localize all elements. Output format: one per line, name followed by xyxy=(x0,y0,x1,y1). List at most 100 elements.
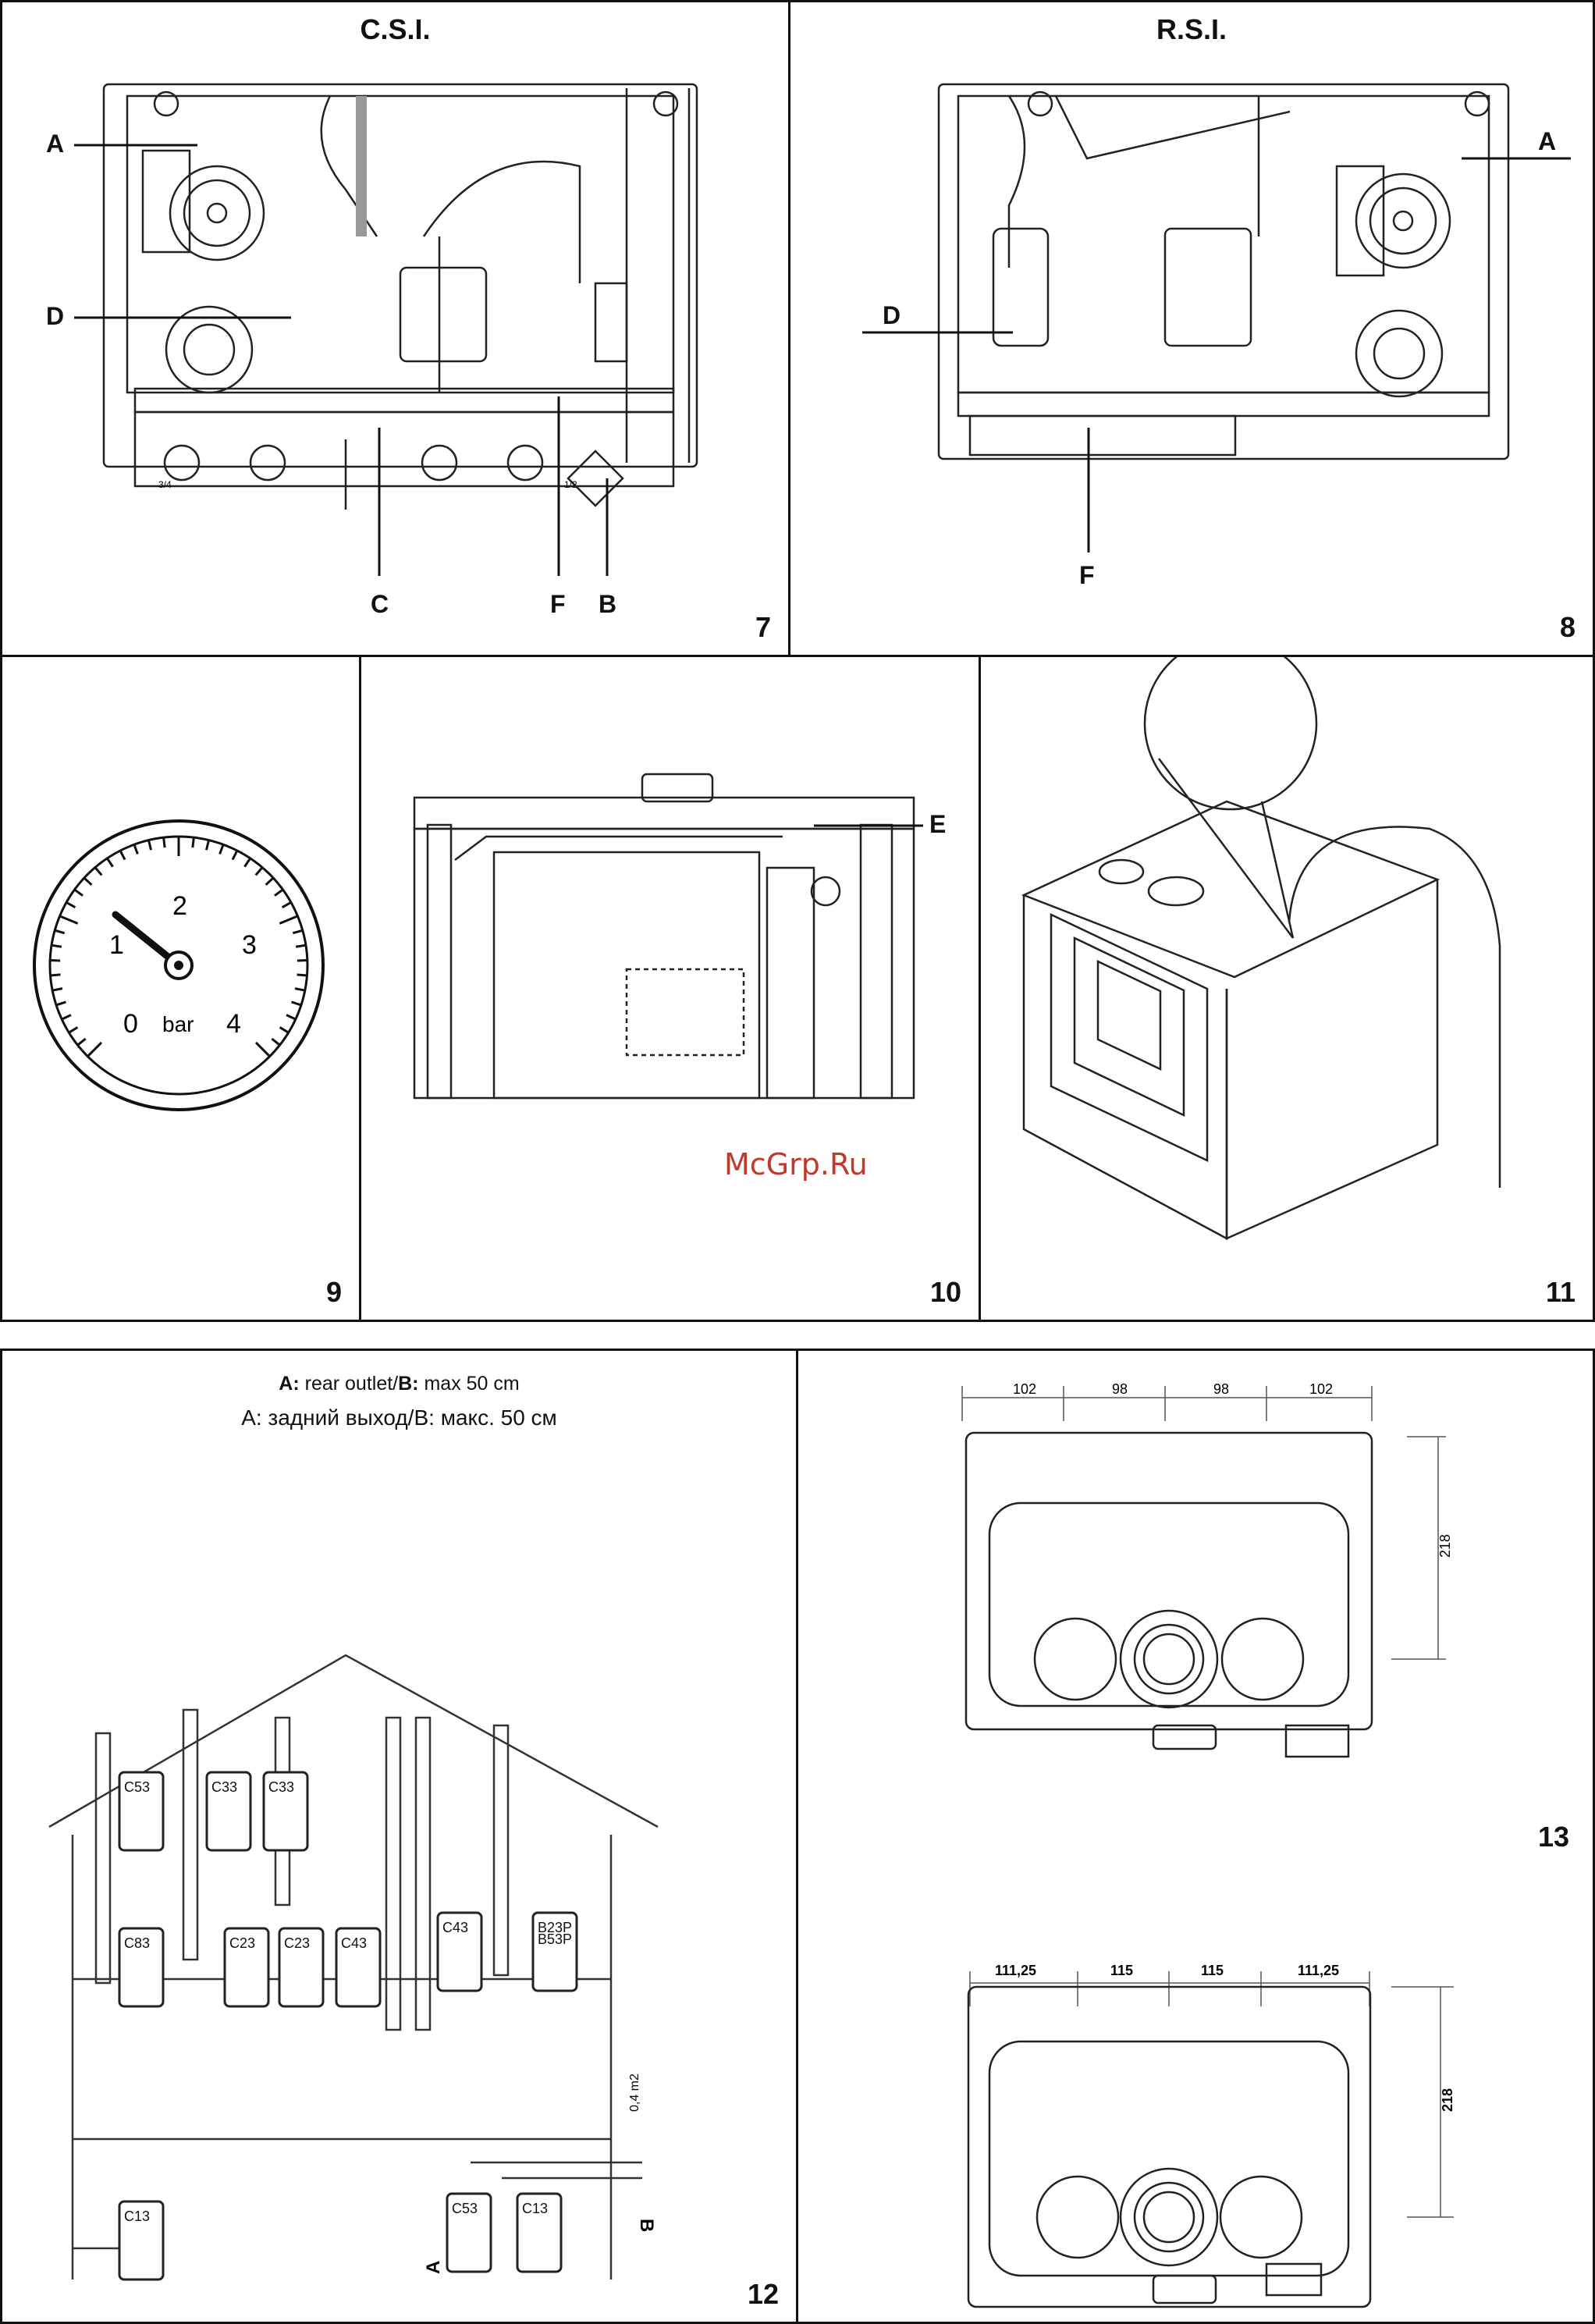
gauge-tick xyxy=(280,1027,289,1032)
boiler-label: C33 xyxy=(211,1779,237,1795)
gauge-tick xyxy=(295,989,305,991)
gauge-tick xyxy=(52,989,62,991)
boiler-label: C23 xyxy=(284,1935,310,1951)
figure-8-number: 8 xyxy=(1560,611,1575,644)
gauge-tick xyxy=(244,858,250,867)
figure-7-panel: C.S.I. 3/4 xyxy=(0,0,790,657)
side-label-B: B xyxy=(636,2219,657,2232)
callout-A: A xyxy=(1538,127,1556,156)
bottom-height-dim: 218 xyxy=(1440,2088,1455,2112)
tick-label-0: 0 xyxy=(123,1009,138,1039)
tick-label-1: 1 xyxy=(109,930,124,960)
callout-B: B xyxy=(599,590,616,619)
figure-8-boiler-drawing xyxy=(790,2,1595,657)
watermark: McGrp.Ru xyxy=(724,1147,868,1182)
figure-13-number: 13 xyxy=(1538,1821,1569,1853)
callout-D: D xyxy=(883,301,901,330)
gauge-tick xyxy=(148,840,151,851)
figure-7-boiler-drawing: 3/4 1/2 xyxy=(2,2,790,657)
gauge-tick xyxy=(66,902,75,907)
gauge-tick xyxy=(193,837,194,848)
gauge-tick xyxy=(279,916,297,924)
gauge-tick xyxy=(266,878,274,885)
figure-10-panel: E McGrp.Ru 10 xyxy=(359,655,981,1322)
gauge-tick xyxy=(256,1043,270,1057)
gauge-tick xyxy=(206,840,208,851)
figure-12-panel: A: rear outlet/B: max 50 cm А: задний вы… xyxy=(0,1349,798,2324)
top-dim-1: 102 xyxy=(1013,1381,1036,1397)
side-label-A: A xyxy=(423,2261,444,2274)
boiler-label: C43 xyxy=(442,1920,468,1935)
callout-F: F xyxy=(550,590,566,619)
tick-label-3: 3 xyxy=(242,930,257,960)
boiler-label: C53 xyxy=(452,2201,478,2216)
gauge-tick xyxy=(292,1002,301,1005)
gauge-tick xyxy=(84,878,92,885)
gauge-tick xyxy=(56,1002,66,1005)
gauge-tick xyxy=(286,1015,296,1019)
figure-11-panel: 11 xyxy=(979,655,1595,1322)
figure-10-boiler-internal xyxy=(361,657,981,1322)
callout-C: C xyxy=(371,590,389,619)
boiler-label: C83 xyxy=(124,1935,150,1951)
figure-7-number: 7 xyxy=(755,611,771,644)
figure-10-number: 10 xyxy=(930,1276,961,1309)
gauge-tick xyxy=(95,868,101,876)
figure-8-panel: R.S.I. A D F 8 xyxy=(788,0,1595,657)
gauge-tick xyxy=(134,844,137,854)
pressure-gauge: 0 1 2 3 4 bar xyxy=(2,657,361,1322)
top-height-dim: 218 xyxy=(1437,1534,1453,1558)
figure-11-boiler-isometric xyxy=(981,657,1595,1322)
callout-F: F xyxy=(1079,561,1095,590)
figure-9-panel: 0 1 2 3 4 bar 9 xyxy=(0,655,361,1322)
gauge-tick xyxy=(256,868,262,876)
gauge-tick xyxy=(55,930,65,933)
gauge-unit: bar xyxy=(162,1012,194,1036)
gauge-tick xyxy=(272,1039,279,1045)
bottom-dim-1: 111,25 xyxy=(995,1963,1036,1978)
tick-label-2: 2 xyxy=(172,891,187,921)
figure-12-number: 12 xyxy=(748,2278,779,2311)
gauge-tick xyxy=(69,1027,77,1032)
boiler-label: C13 xyxy=(522,2201,548,2216)
vent-area-label: 0,4 m2 xyxy=(628,2073,641,2112)
figure-13-panel: 102 98 98 102 218 111,25 115 115 111,25 … xyxy=(796,1349,1595,2324)
boiler-label: B53P xyxy=(538,1931,572,1947)
bottom-dim-2: 115 xyxy=(1110,1963,1133,1978)
gauge-tick xyxy=(296,945,306,947)
top-dim-4: 102 xyxy=(1309,1381,1333,1397)
figure-11-number: 11 xyxy=(1546,1276,1575,1309)
bottom-dim-4: 111,25 xyxy=(1298,1963,1339,1978)
gauge-tick xyxy=(60,916,78,924)
bottom-dim-3: 115 xyxy=(1201,1963,1224,1978)
gauge-tick xyxy=(293,930,303,933)
callout-A: A xyxy=(46,130,64,158)
boiler-label: C53 xyxy=(124,1779,150,1795)
gauge-tick xyxy=(62,1015,71,1019)
gauge-tick xyxy=(282,902,291,907)
boiler-label: C23 xyxy=(229,1935,255,1951)
boiler-label: C13 xyxy=(124,2209,150,2224)
tick-label-4: 4 xyxy=(226,1009,241,1039)
gauge-tick xyxy=(87,1043,101,1057)
callout-D: D xyxy=(46,302,64,331)
top-dim-3: 98 xyxy=(1213,1381,1229,1397)
pipe-size-1-2: 1/2 xyxy=(564,479,577,490)
gauge-tick xyxy=(275,890,283,896)
gauge-tick xyxy=(52,945,62,947)
gauge-tick xyxy=(75,890,83,896)
callout-E: E xyxy=(929,810,946,839)
gauge-tick xyxy=(120,851,125,860)
figure-9-number: 9 xyxy=(326,1276,342,1309)
pipe-size-3-4: 3/4 xyxy=(158,479,172,490)
figure-13-dimension-drawings: 102 98 98 102 218 111,25 115 115 111,25 … xyxy=(798,1351,1595,2324)
gauge-tick xyxy=(164,837,165,848)
gauge-tick xyxy=(233,851,237,860)
top-dim-2: 98 xyxy=(1112,1381,1128,1397)
gauge-tick xyxy=(77,1039,85,1045)
gauge-tick xyxy=(220,844,223,854)
gauge-tick xyxy=(107,858,112,867)
boiler-label: C43 xyxy=(341,1935,367,1951)
boiler-label: C33 xyxy=(268,1779,294,1795)
